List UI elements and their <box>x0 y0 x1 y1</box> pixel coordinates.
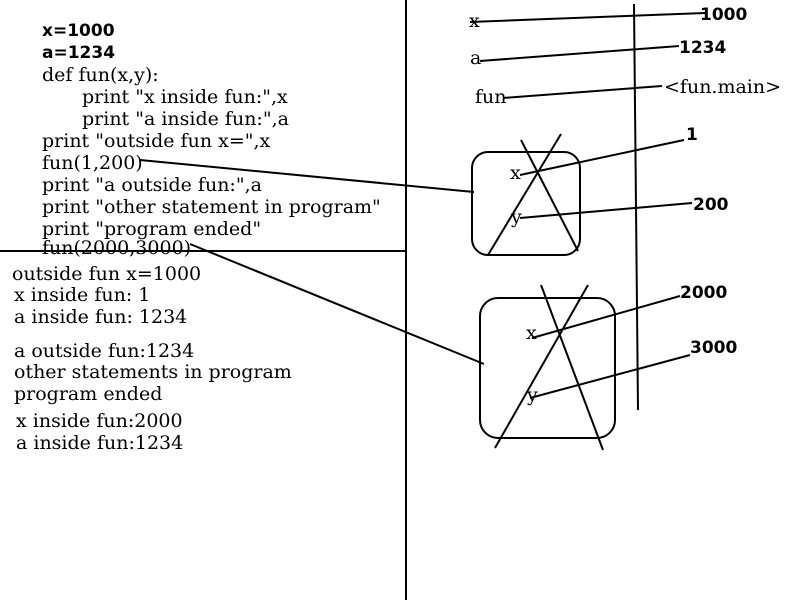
code-line-4: print "x inside fun:",x <box>82 86 288 108</box>
code-line-6: print "outside fun x=",x <box>42 130 271 152</box>
global-a-value: 1234 <box>679 38 727 58</box>
frame-1-y-arrow <box>519 202 693 219</box>
global-x-arrow <box>469 12 706 23</box>
code-line-5: print "a inside fun:",a <box>82 108 289 130</box>
frame-box-2 <box>479 297 616 439</box>
global-x-value: 1000 <box>700 5 748 25</box>
frame-1-param-y: y <box>511 206 522 228</box>
output-line-8: a inside fun:1234 <box>16 432 184 454</box>
frame-2-value-y: 3000 <box>690 338 738 358</box>
code-line-9: print "other statement in program" <box>42 196 381 218</box>
global-a-arrow <box>479 45 680 62</box>
frame-2-y-arrow <box>529 354 691 399</box>
output-line-1: outside fun x=1000 <box>12 263 202 285</box>
output-line-2: x inside fun: 1 <box>14 284 151 306</box>
output-line-7: x inside fun:2000 <box>16 410 183 432</box>
frame-1-param-x: x <box>510 162 521 184</box>
frame-2-cross-a <box>494 284 589 449</box>
frame-1-value-y: 200 <box>693 195 729 215</box>
frame-1-x-arrow <box>519 139 685 176</box>
output-line-4: a outside fun:1234 <box>14 340 195 362</box>
global-a-name: a <box>470 47 482 69</box>
code-line-1: x=1000 <box>42 21 115 41</box>
frame-1-cross-a <box>487 133 562 256</box>
code-line-8: print "a outside fun:",a <box>42 174 262 196</box>
frame-2-value-x: 2000 <box>680 283 728 303</box>
frame-box-1 <box>471 151 581 256</box>
global-fun-arrow <box>502 85 663 99</box>
code-line-3: def fun(x,y): <box>42 64 159 86</box>
call-link-2 <box>189 243 485 365</box>
code-line-2: a=1234 <box>42 43 116 63</box>
global-x-name: x <box>469 10 480 32</box>
global-fun-name: fun <box>475 86 507 108</box>
code-line-7: fun(1,200) <box>42 152 143 174</box>
output-line-6: program ended <box>14 383 163 405</box>
frame-2-param-y: y <box>527 384 538 406</box>
global-fun-value: <fun.main> <box>664 76 782 98</box>
frame-1-cross-b <box>520 139 579 252</box>
code-line-11: fun(2000,3000) <box>42 237 192 259</box>
frame-2-cross-b <box>540 284 604 451</box>
call-link-1 <box>139 159 475 193</box>
frame-2-x-arrow <box>531 295 681 339</box>
code-line-10: print "program ended" <box>42 218 262 240</box>
frame-2-param-x: x <box>526 322 537 344</box>
output-line-3: a inside fun: 1234 <box>14 306 188 328</box>
frame-1-value-x: 1 <box>686 125 698 145</box>
output-line-5: other statements in program <box>14 361 292 383</box>
